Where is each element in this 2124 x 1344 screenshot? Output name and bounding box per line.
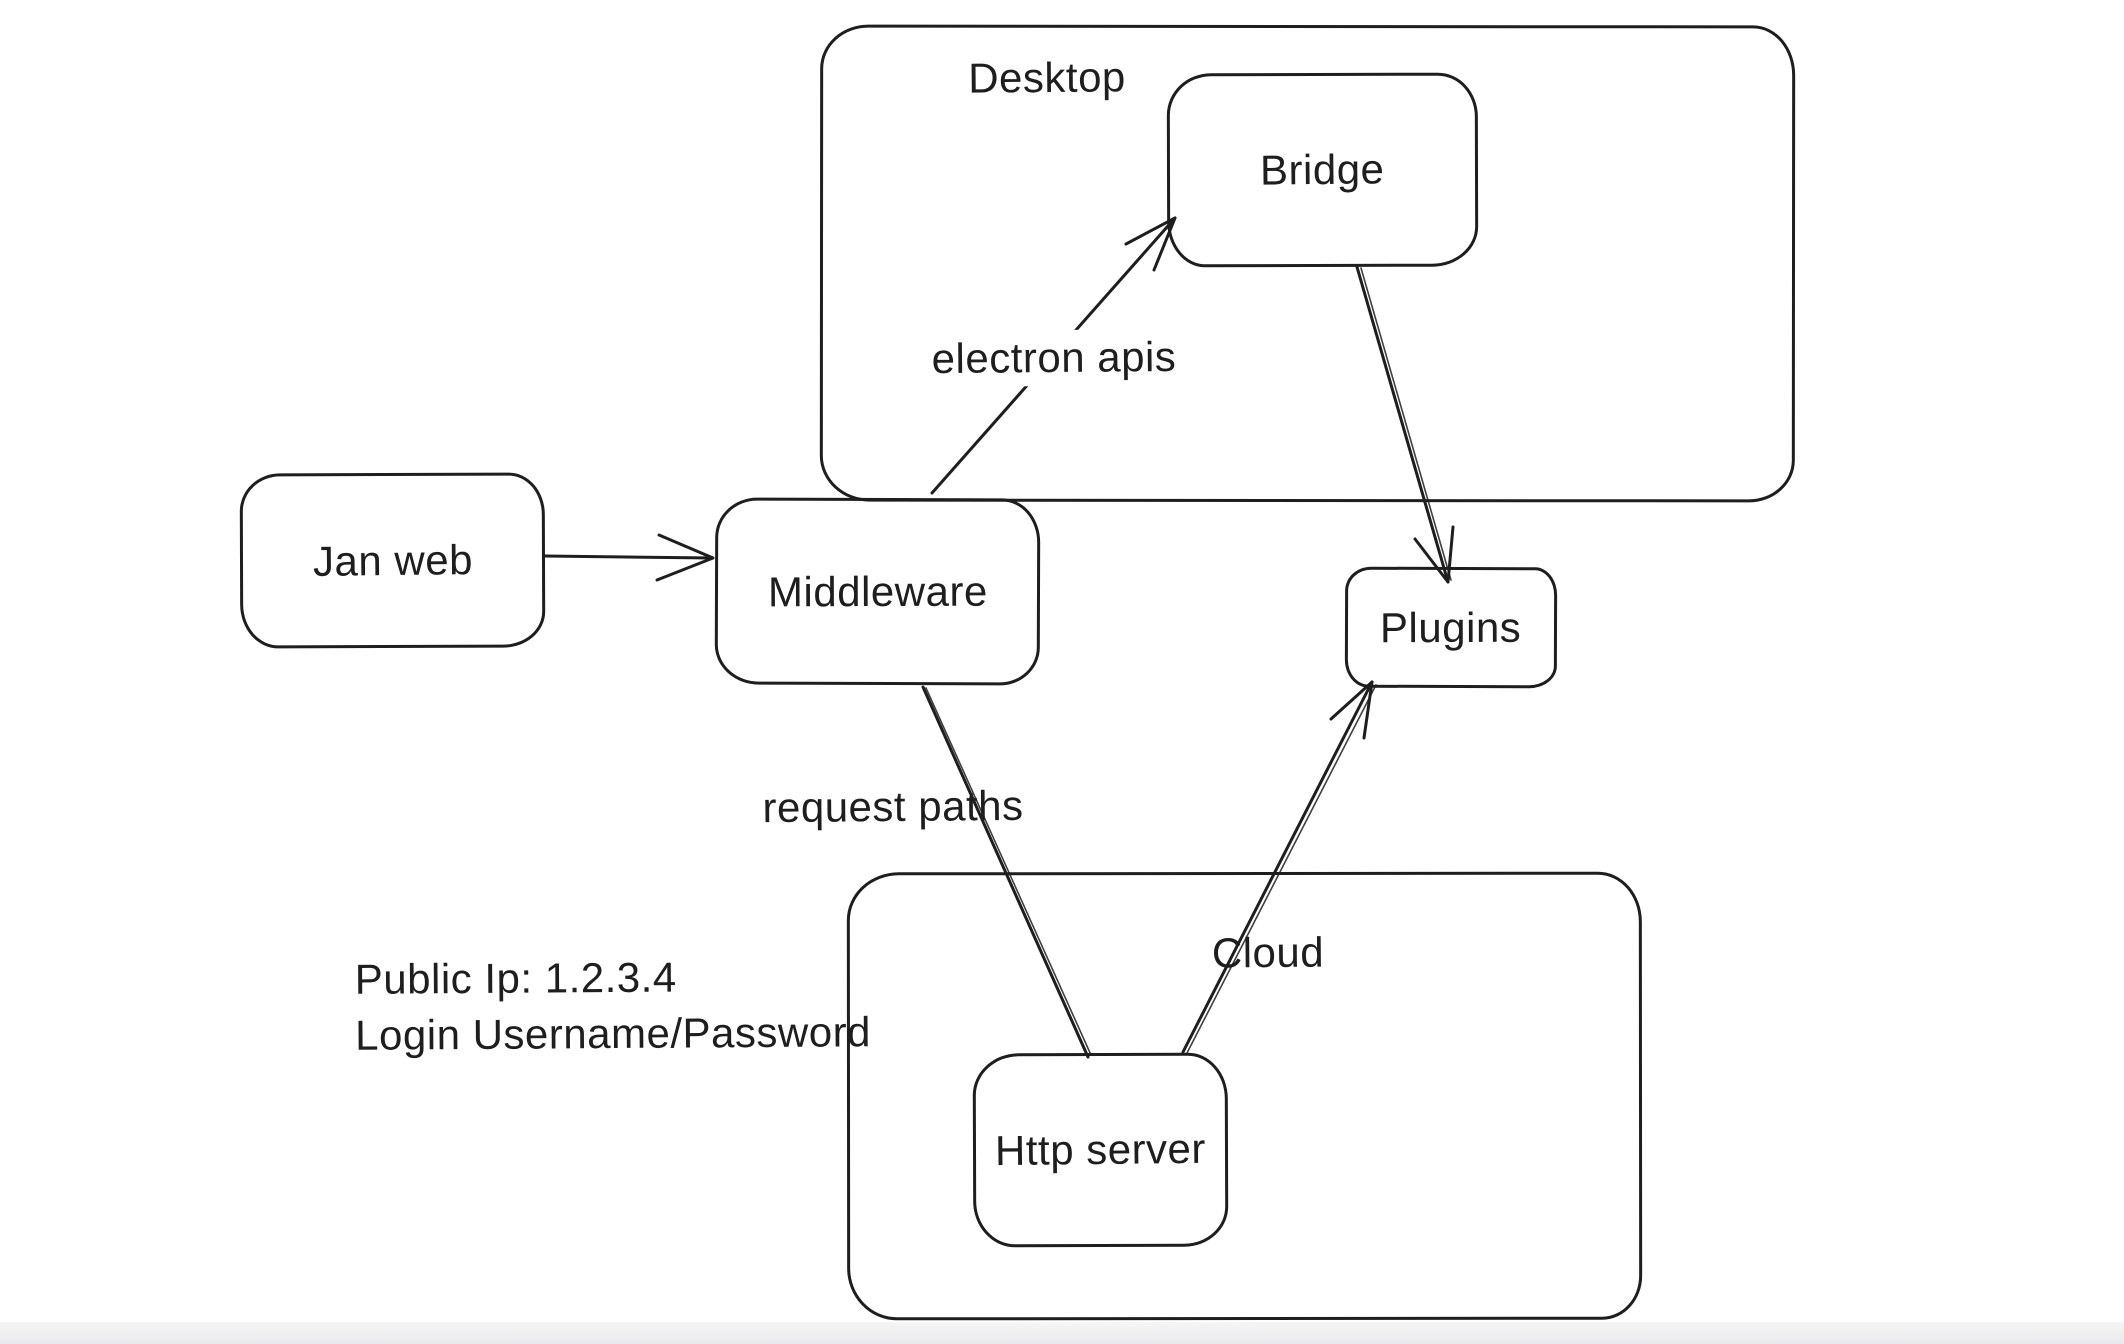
edge-label-request-paths[interactable]: request paths — [762, 781, 1024, 832]
edge-label-electron-apis[interactable]: electron apis — [921, 328, 1187, 388]
node-jan-web[interactable]: Jan web — [239, 472, 546, 649]
container-desktop-label[interactable]: Desktop — [968, 53, 1126, 102]
container-cloud-label[interactable]: Cloud — [1211, 928, 1325, 977]
node-middleware[interactable]: Middleware — [714, 497, 1041, 686]
node-plugins[interactable]: Plugins — [1344, 566, 1558, 689]
edge-http-server-to-plugins[interactable] — [1181, 680, 1377, 1054]
node-bridge[interactable]: Bridge — [1166, 72, 1479, 268]
node-plugins-label: Plugins — [1380, 603, 1522, 651]
edge-bridge-to-plugins[interactable] — [1355, 265, 1455, 584]
node-http-server-label: Http server — [994, 1124, 1207, 1175]
annotation-credentials[interactable]: Public Ip: 1.2.3.4 Login Username/Passwo… — [355, 948, 872, 1064]
annotation-login: Login Username/Password — [355, 1008, 872, 1059]
node-jan-web-label: Jan web — [312, 535, 473, 585]
edge-jan-web-to-middleware[interactable] — [543, 533, 715, 582]
node-middleware-label: Middleware — [767, 567, 988, 615]
edge-middleware-to-http-server[interactable] — [921, 685, 1092, 1059]
node-bridge-label: Bridge — [1260, 145, 1385, 194]
annotation-public-ip: Public Ip: 1.2.3.4 — [354, 953, 677, 1003]
bottom-edge-strip — [0, 1322, 2124, 1344]
node-http-server[interactable]: Http server — [972, 1052, 1229, 1248]
